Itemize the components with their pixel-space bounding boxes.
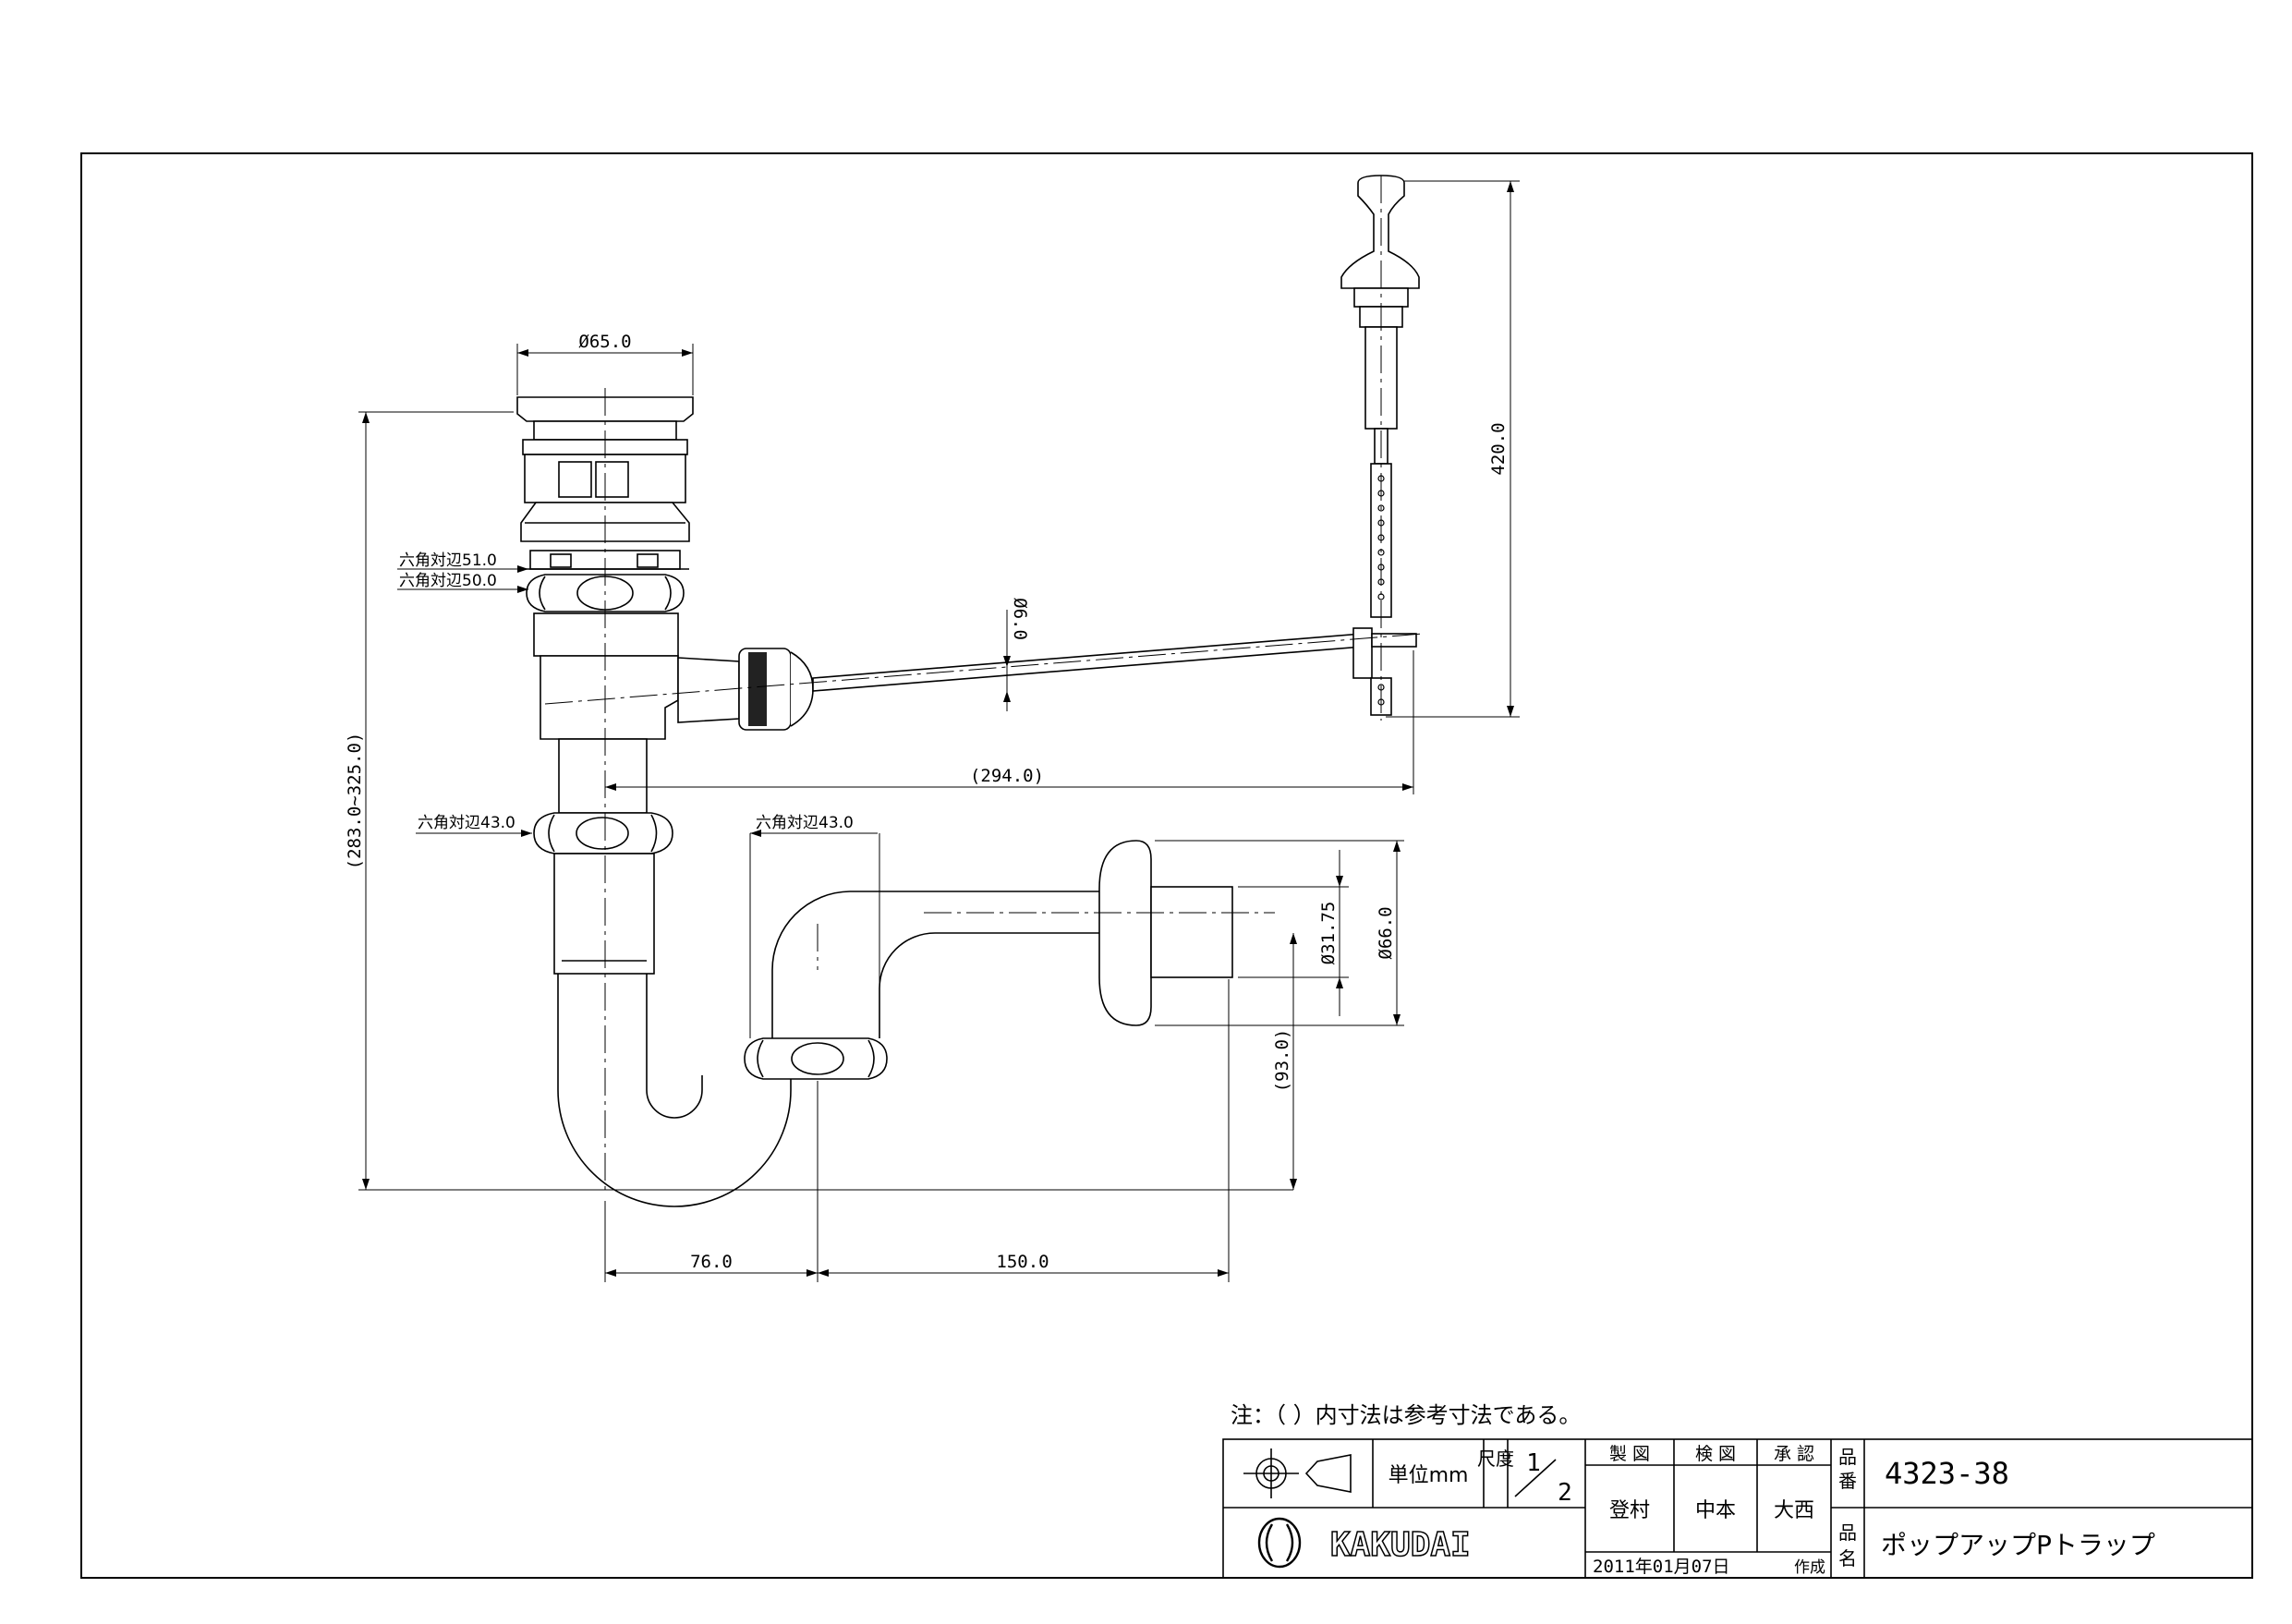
scale-numerator: 1 xyxy=(1526,1449,1541,1477)
hex-nut-left xyxy=(533,812,673,854)
dim-offset-150: 150.0 xyxy=(996,1252,1049,1272)
creation-date: 2011年01月07日 xyxy=(1593,1557,1730,1577)
part-name-label-2: 名 xyxy=(1838,1547,1857,1569)
name-approved: 大西 xyxy=(1774,1499,1814,1522)
kakudai-logo-icon xyxy=(1257,1517,1302,1569)
dimension-arrows xyxy=(362,181,1514,1277)
dim-rod-length: (294.0) xyxy=(970,766,1044,786)
dim-hex-43-right: 六角対辺43.0 xyxy=(756,814,854,832)
p-trap xyxy=(553,840,1233,1207)
title-block xyxy=(1222,1438,2253,1579)
name-drawn: 登村 xyxy=(1609,1499,1650,1522)
dim-cap-dia: Ø65.0 xyxy=(578,332,631,352)
header-checked: 検 図 xyxy=(1695,1444,1736,1464)
company-name: KAKUDAI xyxy=(1330,1526,1471,1564)
part-no-label-1: 品 xyxy=(1838,1446,1857,1468)
header-drawn: 製 図 xyxy=(1609,1444,1650,1464)
dim-hex-43-left: 六角対辺43.0 xyxy=(418,814,515,832)
unit-label: 単位mm xyxy=(1389,1464,1469,1487)
part-name: ポップアップPトラップ xyxy=(1881,1530,2155,1560)
dim-lift-height: 420.0 xyxy=(1488,422,1509,475)
popup-drain-body xyxy=(516,396,814,814)
header-approved: 承 認 xyxy=(1774,1444,1814,1464)
scale-label: 尺度 xyxy=(1477,1448,1514,1470)
center-lines xyxy=(544,176,1424,1192)
third-angle-projection-icon xyxy=(1243,1448,1352,1498)
dim-flange-dia: Ø66.0 xyxy=(1376,906,1396,959)
drawing-frame xyxy=(80,152,2253,1579)
part-no-label-2: 番 xyxy=(1838,1470,1857,1492)
lift-rod xyxy=(812,175,1420,716)
creation-suffix: 作成 xyxy=(1794,1558,1825,1577)
dim-rod-dia: Ø6.0 xyxy=(1010,598,1030,640)
scale-denominator: 2 xyxy=(1558,1479,1572,1507)
dim-hex-50: 六角対辺50.0 xyxy=(399,572,497,590)
name-checked: 中本 xyxy=(1695,1499,1736,1522)
dimension-lines xyxy=(358,180,1520,1282)
dim-pipe-dia: Ø31.75 xyxy=(1318,902,1339,965)
dim-offset-76: 76.0 xyxy=(690,1252,733,1272)
dim-total-height: (283.0~325.0) xyxy=(345,733,365,870)
part-name-label-1: 品 xyxy=(1838,1521,1857,1544)
dim-trap-height: (93.0) xyxy=(1272,1029,1292,1093)
dim-hex-51: 六角対辺51.0 xyxy=(399,551,497,570)
reference-note: 注：（ ）内寸法は参考寸法である。 xyxy=(1231,1402,1581,1428)
part-number: 4323-38 xyxy=(1885,1456,2009,1491)
